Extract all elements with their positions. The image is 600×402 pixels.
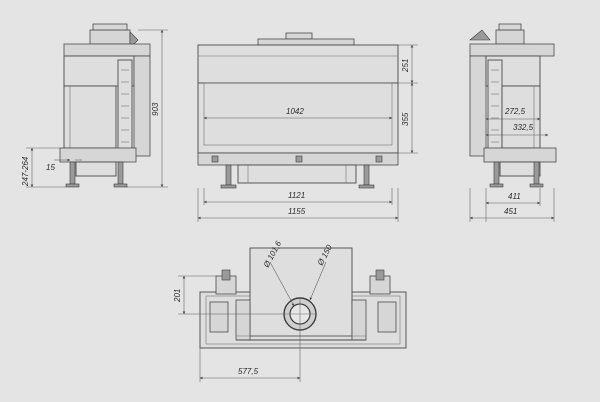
dim-903: 903 <box>151 102 160 116</box>
dim-1155: 1155 <box>288 207 306 216</box>
dim-272-5: 272,5 <box>504 107 526 116</box>
dim-577-5: 577,5 <box>238 367 259 376</box>
dim-247-264: 247-264 <box>21 156 30 187</box>
dim-251: 251 <box>401 59 410 73</box>
front-view: 251 355 1042 1121 1155 <box>197 32 418 222</box>
dim-355: 355 <box>401 112 410 126</box>
dim-332-5: 332,5 <box>513 123 534 132</box>
dim-201: 201 <box>173 289 182 303</box>
dim-15: 15 <box>46 163 55 172</box>
dim-1121: 1121 <box>288 191 305 200</box>
dim-451: 451 <box>504 207 517 216</box>
right-side-view: 272,5 332,5 411 451 <box>469 23 557 222</box>
dim-1042: 1042 <box>286 107 304 116</box>
left-side-view: 903 247-264 15 <box>21 23 168 188</box>
top-view: Ø 101,6 Ø 150 201 577,5 <box>173 239 407 382</box>
dim-411: 411 <box>508 192 521 201</box>
